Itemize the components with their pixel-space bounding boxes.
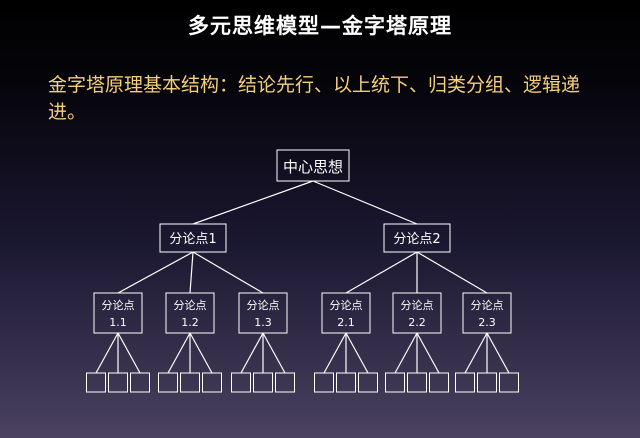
point-node-box-1 <box>159 223 227 253</box>
subpoint-node-box-1.3 <box>238 292 288 334</box>
subpoint-node-label-2.2: 分论点 <box>401 298 434 312</box>
edge-subpoint-to-leaf-1.2-1 <box>167 332 191 374</box>
subpoint-node-box-1.1 <box>93 292 143 334</box>
leaf-node-box-2.2-1 <box>385 372 405 393</box>
leaf-node-box-2.3-3 <box>499 372 519 393</box>
subpoint-node-box-1.2 <box>165 292 215 334</box>
point-node-box-2 <box>383 223 451 253</box>
leaf-node-box-1.1-1 <box>86 372 106 393</box>
edge-subpoint-to-leaf-1.2-3 <box>189 332 213 374</box>
slide-title: 多元思维模型—金字塔原理 <box>188 14 452 38</box>
edge-root-to-point-1 <box>192 180 314 225</box>
leaf-node-box-1.3-3 <box>275 372 295 393</box>
edge-root-to-point-2 <box>312 180 418 225</box>
leaf-node-box-1.2-3 <box>202 372 222 393</box>
subpoint-node-label-1.3: 分论点 <box>247 298 280 312</box>
slide-subtitle: 金字塔原理基本结构：结论先行、以上统下、归类分组、逻辑递进。 <box>48 74 581 123</box>
leaf-node-box-2.3-2 <box>477 372 497 393</box>
subpoint-node-box-2.2 <box>392 292 442 334</box>
edge-subpoint-to-leaf-1.3-3 <box>262 332 286 374</box>
subpoint-node-number-1.1: 1.1 <box>109 316 127 329</box>
leaf-node-box-2.1-3 <box>358 372 378 393</box>
edge-point-to-subpoint-1.2 <box>189 251 194 294</box>
point-node-label-1: 分论点1 <box>169 232 216 247</box>
leaf-node-box-2.2-3 <box>429 372 449 393</box>
leaf-node-box-1.1-3 <box>130 372 150 393</box>
diagram-edges <box>95 180 510 374</box>
edge-point-to-subpoint-2.1 <box>345 251 418 294</box>
subpoint-node-number-1.2: 1.2 <box>181 316 199 329</box>
leaf-node-box-1.3-1 <box>231 372 251 393</box>
leaf-node-box-2.1-2 <box>336 372 356 393</box>
root-node-label: 中心思想 <box>283 158 343 176</box>
subpoint-node-box-2.3 <box>462 292 512 334</box>
leaf-node-box-1.2-2 <box>180 372 200 393</box>
leaf-node-box-1.2-1 <box>158 372 178 393</box>
subpoint-node-number-2.2: 2.2 <box>408 316 426 329</box>
leaf-node-box-1.3-2 <box>253 372 273 393</box>
edge-subpoint-to-leaf-2.1-1 <box>323 332 347 374</box>
edge-subpoint-to-leaf-2.1-3 <box>345 332 369 374</box>
edge-subpoint-to-leaf-2.2-1 <box>394 332 418 374</box>
edge-point-to-subpoint-1.1 <box>117 251 194 294</box>
subpoint-node-label-1.2: 分论点 <box>174 298 207 312</box>
subpoint-node-number-2.3: 2.3 <box>478 316 496 329</box>
leaf-node-box-2.2-2 <box>407 372 427 393</box>
root-node-box <box>276 149 350 182</box>
edge-point-to-subpoint-2.3 <box>416 251 488 294</box>
leaf-node-box-2.3-1 <box>455 372 475 393</box>
leaf-node-box-2.1-1 <box>314 372 334 393</box>
edge-subpoint-to-leaf-1.1-1 <box>95 332 119 374</box>
edge-subpoint-to-leaf-1.1-3 <box>117 332 141 374</box>
subpoint-node-number-1.3: 1.3 <box>254 316 272 329</box>
subpoint-node-label-2.1: 分论点 <box>330 298 363 312</box>
edge-subpoint-to-leaf-2.2-3 <box>416 332 440 374</box>
edge-point-to-subpoint-1.3 <box>192 251 264 294</box>
edge-subpoint-to-leaf-2.3-3 <box>486 332 510 374</box>
subpoint-node-box-2.1 <box>321 292 371 334</box>
edge-subpoint-to-leaf-1.3-1 <box>240 332 264 374</box>
subpoint-node-label-2.3: 分论点 <box>471 298 504 312</box>
point-node-label-2: 分论点2 <box>393 232 440 247</box>
leaf-node-box-1.1-2 <box>108 372 128 393</box>
subpoint-node-number-2.1: 2.1 <box>337 316 355 329</box>
edge-subpoint-to-leaf-2.3-1 <box>464 332 488 374</box>
subpoint-node-label-1.1: 分论点 <box>102 298 135 312</box>
